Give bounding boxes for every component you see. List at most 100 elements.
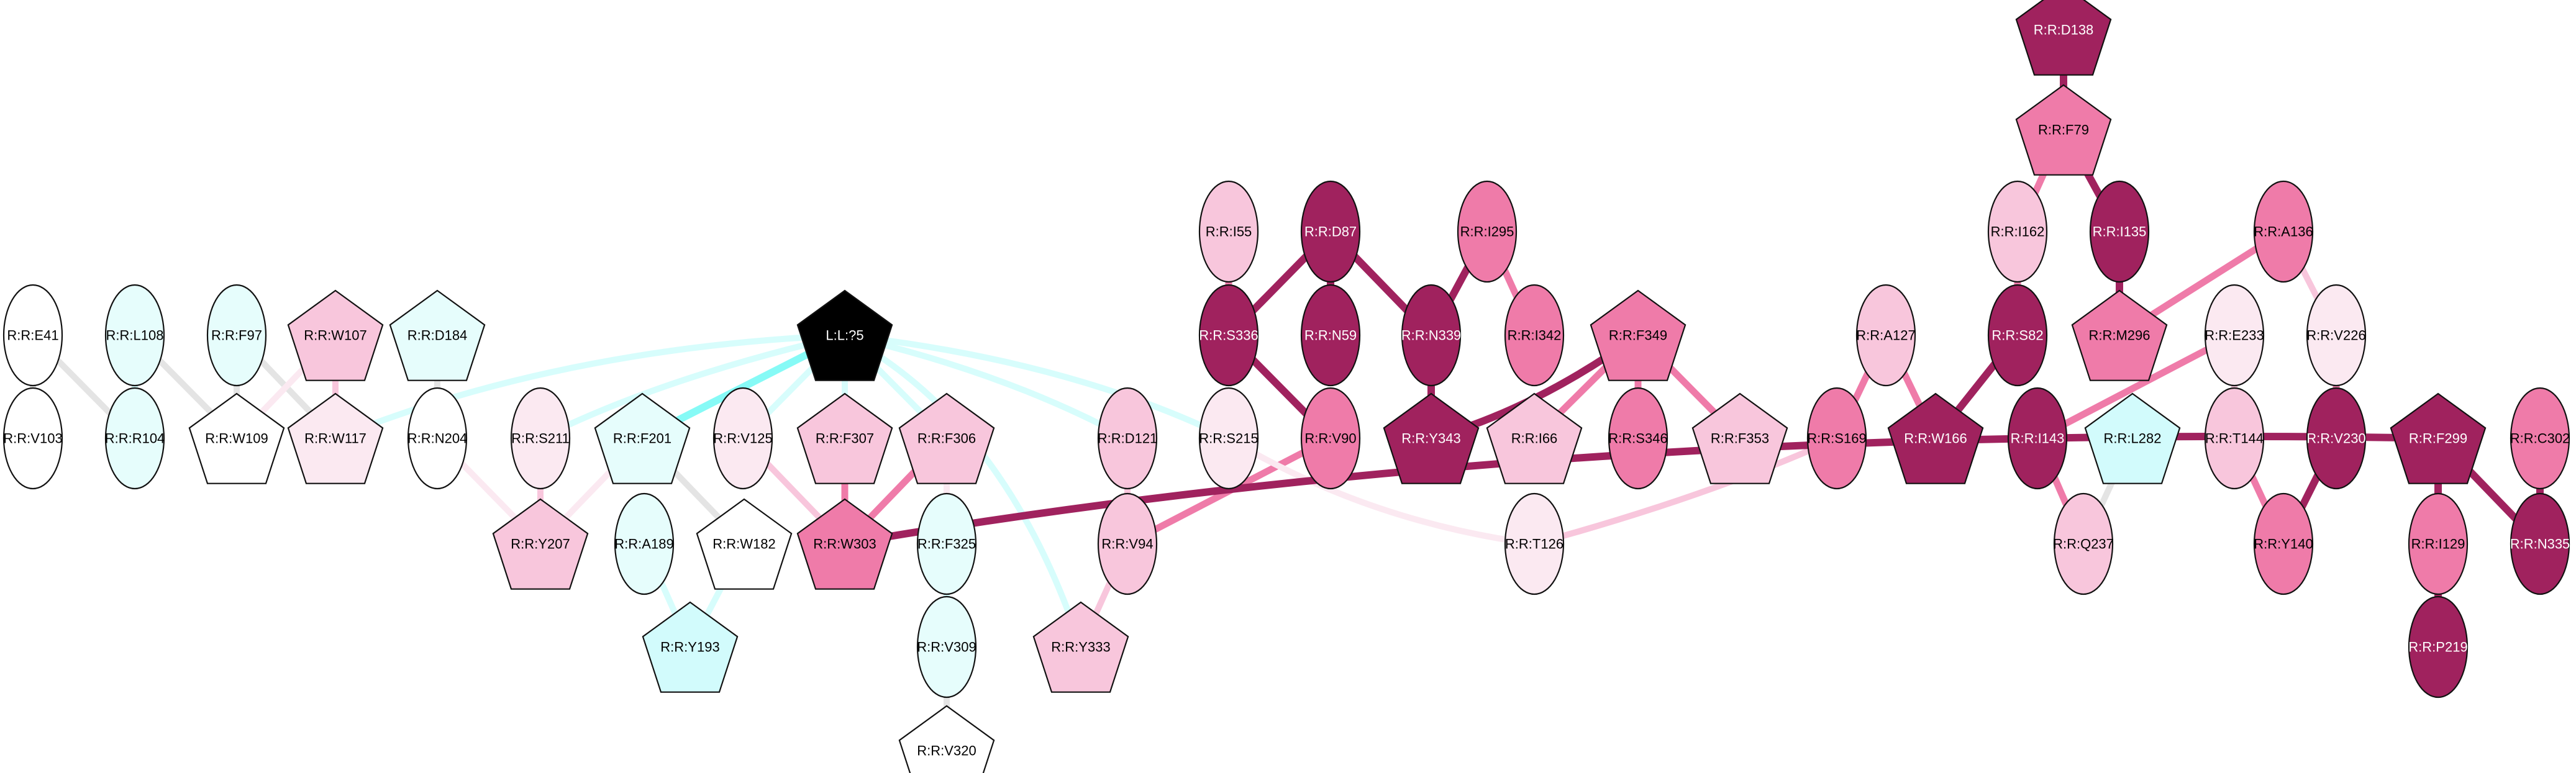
node-d138[interactable]: R:R:D138 [2015,0,2112,76]
node-v90[interactable]: R:R:V90 [1300,387,1361,490]
node-e41[interactable]: R:R:E41 [2,284,63,387]
node-v226[interactable]: R:R:V226 [2306,284,2367,387]
node-w109[interactable]: R:R:W109 [188,392,285,484]
node-label: R:R:S336 [1199,328,1258,343]
node-v94[interactable]: R:R:V94 [1097,492,1158,595]
ellipse-node-shape [2306,387,2367,490]
node-label: R:R:F325 [917,536,976,552]
node-v320[interactable]: R:R:V320 [898,705,995,773]
ellipse-node-shape [206,284,267,387]
node-label: R:R:I143 [2011,431,2065,446]
node-i129[interactable]: R:R:I129 [2408,492,2469,595]
node-label: R:R:Y207 [511,536,570,552]
node-y140[interactable]: R:R:Y140 [2253,492,2314,595]
node-c302[interactable]: R:R:C302 [2510,387,2570,490]
pentagon-node-shape [287,289,384,381]
node-i295[interactable]: R:R:I295 [1457,180,1518,283]
node-label: R:R:E233 [2205,328,2264,343]
node-v125[interactable]: R:R:V125 [712,387,773,490]
node-y193[interactable]: R:R:Y193 [642,601,739,693]
node-lig[interactable]: L:L:?5 [796,289,893,381]
node-y333[interactable]: R:R:Y333 [1032,601,1129,693]
node-label: R:R:V226 [2306,328,2365,343]
ellipse-node-shape [2510,387,2570,490]
node-i162[interactable]: R:R:I162 [1987,180,2048,283]
node-t126[interactable]: R:R:T126 [1504,492,1565,595]
node-w117[interactable]: R:R:W117 [287,392,384,484]
node-n335[interactable]: R:R:N335 [2510,492,2570,595]
node-v103[interactable]: R:R:V103 [2,387,63,490]
pentagon-node-shape [1032,601,1129,693]
node-d184[interactable]: R:R:D184 [389,289,486,381]
node-e233[interactable]: R:R:E233 [2204,284,2265,387]
node-y207[interactable]: R:R:Y207 [492,498,589,590]
node-a136[interactable]: R:R:A136 [2253,180,2314,283]
node-s82[interactable]: R:R:S82 [1987,284,2048,387]
pentagon-node-shape [642,601,739,693]
node-f299[interactable]: R:R:F299 [2390,392,2487,484]
node-l282[interactable]: R:R:L282 [2084,392,2181,484]
node-q237[interactable]: R:R:Q237 [2053,492,2114,595]
node-f97[interactable]: R:R:F97 [206,284,267,387]
node-p219[interactable]: R:R:P219 [2408,595,2469,698]
node-d87[interactable]: R:R:D87 [1300,180,1361,283]
node-label: R:R:D184 [407,328,468,343]
node-l108[interactable]: R:R:L108 [104,284,165,387]
ellipse-node-shape [712,387,773,490]
ellipse-node-shape [1401,284,1462,387]
edge-lig-s215 [844,332,1231,441]
node-label: R:R:W182 [712,536,775,552]
node-s346[interactable]: R:R:S346 [1608,387,1668,490]
node-w166[interactable]: R:R:W166 [1887,392,1984,484]
node-w107[interactable]: R:R:W107 [287,289,384,381]
node-s336[interactable]: R:R:S336 [1198,284,1259,387]
ellipse-node-shape [916,492,977,595]
ellipse-node-shape [2253,180,2314,283]
node-r104[interactable]: R:R:R104 [105,387,165,490]
node-f349[interactable]: R:R:F349 [1590,289,1686,381]
node-m296[interactable]: R:R:M296 [2071,289,2168,381]
node-a189[interactable]: R:R:A189 [614,492,675,595]
node-s169[interactable]: R:R:S169 [1806,387,1867,490]
ellipse-node-shape [2253,492,2314,595]
node-label: R:R:V309 [917,640,976,655]
node-y343[interactable]: R:R:Y343 [1383,392,1480,484]
node-i342[interactable]: R:R:I342 [1504,284,1565,387]
node-n59[interactable]: R:R:N59 [1300,284,1361,387]
node-n339[interactable]: R:R:N339 [1401,284,1462,387]
node-label: R:R:N204 [407,431,468,446]
node-f307[interactable]: R:R:F307 [796,392,893,484]
node-label: R:R:W117 [304,431,366,446]
node-w182[interactable]: R:R:W182 [696,498,793,590]
node-i66[interactable]: R:R:I66 [1486,392,1583,484]
node-f201[interactable]: R:R:F201 [594,392,691,484]
node-i143[interactable]: R:R:I143 [2007,387,2068,490]
node-s211[interactable]: R:R:S211 [510,387,571,490]
node-label: R:R:I55 [1206,224,1252,240]
node-i55[interactable]: R:R:I55 [1198,180,1259,283]
ellipse-node-shape [1097,387,1158,490]
node-t144[interactable]: R:R:T144 [2204,387,2265,490]
pentagon-node-shape [2084,392,2181,484]
node-label: R:R:T144 [2205,431,2264,446]
node-label: R:R:F349 [1609,328,1667,343]
pentagon-node-shape [2015,84,2112,176]
node-f79[interactable]: R:R:F79 [2015,84,2112,176]
node-f353[interactable]: R:R:F353 [1691,392,1788,484]
pentagon-node-shape [898,392,995,484]
node-d121[interactable]: R:R:D121 [1097,387,1158,490]
node-a127[interactable]: R:R:A127 [1855,284,1916,387]
node-f306[interactable]: R:R:F306 [898,392,995,484]
pentagon-node-shape [1590,289,1686,381]
node-v230[interactable]: R:R:V230 [2306,387,2367,490]
node-w303[interactable]: R:R:W303 [796,498,893,590]
node-n204[interactable]: R:R:N204 [407,387,468,490]
ellipse-node-shape [2510,492,2570,595]
node-i135[interactable]: R:R:I135 [2089,180,2150,283]
node-label: R:R:M296 [2088,328,2150,343]
node-label: R:R:R104 [105,431,165,446]
node-f325[interactable]: R:R:F325 [916,492,977,595]
node-v309[interactable]: R:R:V309 [916,595,977,698]
node-s215[interactable]: R:R:S215 [1198,387,1259,490]
